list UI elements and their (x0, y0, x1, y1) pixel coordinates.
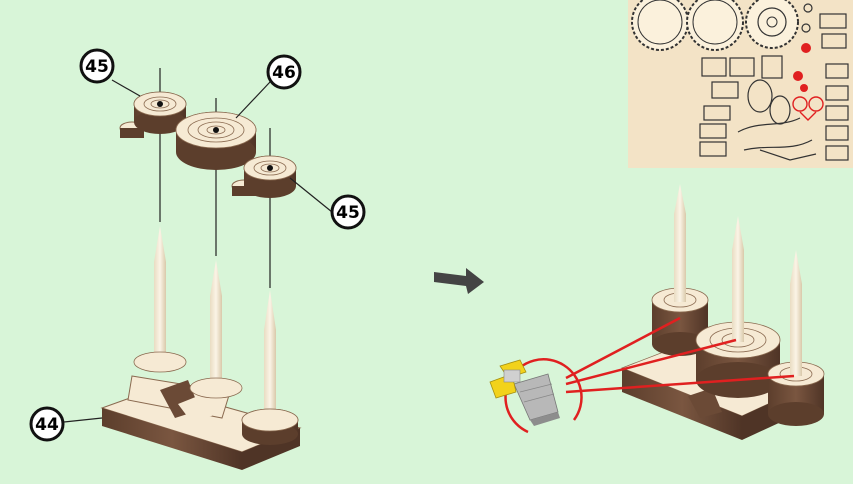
callout-label: 45 (336, 203, 360, 223)
callout-label: 46 (272, 63, 296, 83)
callout-46: 46 (268, 56, 300, 88)
peg-left-1 (134, 226, 186, 372)
parts-sheet-thumbnail (628, 0, 853, 168)
peg-left-3 (242, 290, 298, 445)
callout-44: 44 (31, 408, 63, 440)
callout-45-top: 45 (81, 50, 113, 82)
craft-knife-icon (490, 360, 560, 426)
assembled-model (622, 184, 824, 440)
callout-label: 44 (35, 415, 59, 435)
callout-45-right: 45 (332, 196, 364, 228)
disk-part-46 (176, 112, 256, 170)
callout-label: 45 (85, 57, 109, 77)
arrow-right-icon (434, 268, 484, 294)
peg-left-2 (190, 260, 242, 398)
